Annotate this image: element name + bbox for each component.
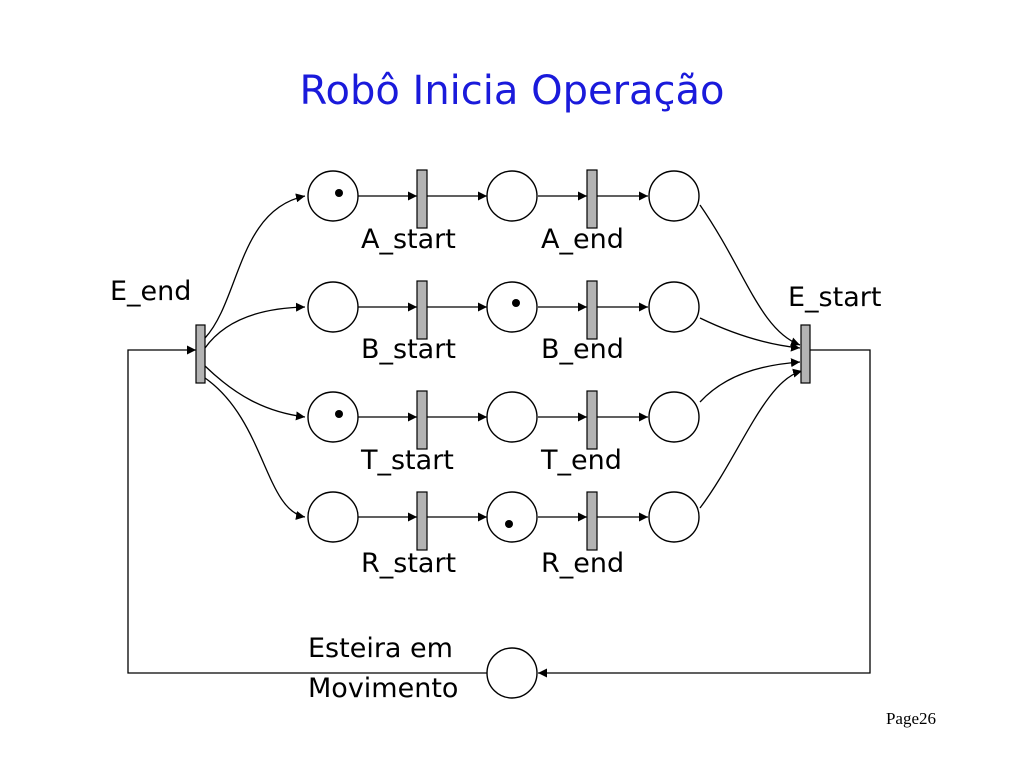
place-t1	[307, 391, 359, 443]
arc-e-end-to-t	[204, 365, 306, 421]
transition-r-end	[586, 491, 598, 551]
label-esteira-line1: Esteira em	[308, 633, 453, 664]
arc-t-to-e-start	[699, 358, 801, 403]
label-e-start: E_start	[788, 282, 882, 313]
label-b-start: B_start	[361, 334, 456, 365]
place-r3	[648, 491, 700, 543]
arc-e-end-to-r	[204, 377, 306, 520]
place-t2	[486, 391, 538, 443]
place-b2	[486, 281, 538, 333]
arc-b-to-e-start	[699, 317, 801, 352]
place-esteira	[486, 647, 538, 699]
transition-t-end	[586, 390, 598, 450]
place-r1	[307, 491, 359, 543]
place-a3	[648, 170, 700, 222]
place-a1	[307, 170, 359, 222]
slide-title: Robô Inicia Operação	[299, 68, 725, 114]
place-b3	[648, 281, 700, 333]
token-a1	[335, 189, 343, 197]
place-r2	[486, 491, 538, 543]
arc-e-end-to-b	[204, 302, 306, 349]
transition-a-end	[586, 169, 598, 229]
transition-e-start	[800, 324, 811, 384]
transition-e-end	[195, 324, 206, 384]
token-b2	[512, 299, 520, 307]
label-r-end: R_end	[541, 548, 625, 579]
place-b1	[307, 281, 359, 333]
token-t1	[335, 410, 343, 418]
transition-b-end	[586, 280, 598, 340]
arc-a-to-e-start	[699, 204, 801, 347]
transition-r-start	[416, 491, 428, 551]
place-t3	[648, 391, 700, 443]
page-number: Page26	[885, 709, 936, 728]
arc-e-end-to-a	[204, 193, 306, 339]
arc-e-start-to-esteira	[538, 349, 871, 678]
transition-a-start	[416, 169, 428, 229]
transition-t-start	[416, 390, 428, 450]
label-t-end: T_end	[541, 445, 622, 476]
label-e-end: E_end	[110, 276, 192, 307]
label-t-start: T_start	[361, 445, 454, 476]
label-r-start: R_start	[361, 548, 457, 579]
place-a2	[486, 170, 538, 222]
label-b-end: B_end	[541, 334, 624, 365]
arc-loop-to-e-end	[127, 345, 487, 674]
label-a-start: A_start	[361, 224, 456, 255]
label-a-end: A_end	[541, 224, 624, 255]
token-r2	[505, 520, 513, 528]
transition-b-start	[416, 280, 428, 340]
arc-r-to-e-start	[699, 368, 803, 509]
label-esteira-line2: Movimento	[308, 673, 459, 704]
